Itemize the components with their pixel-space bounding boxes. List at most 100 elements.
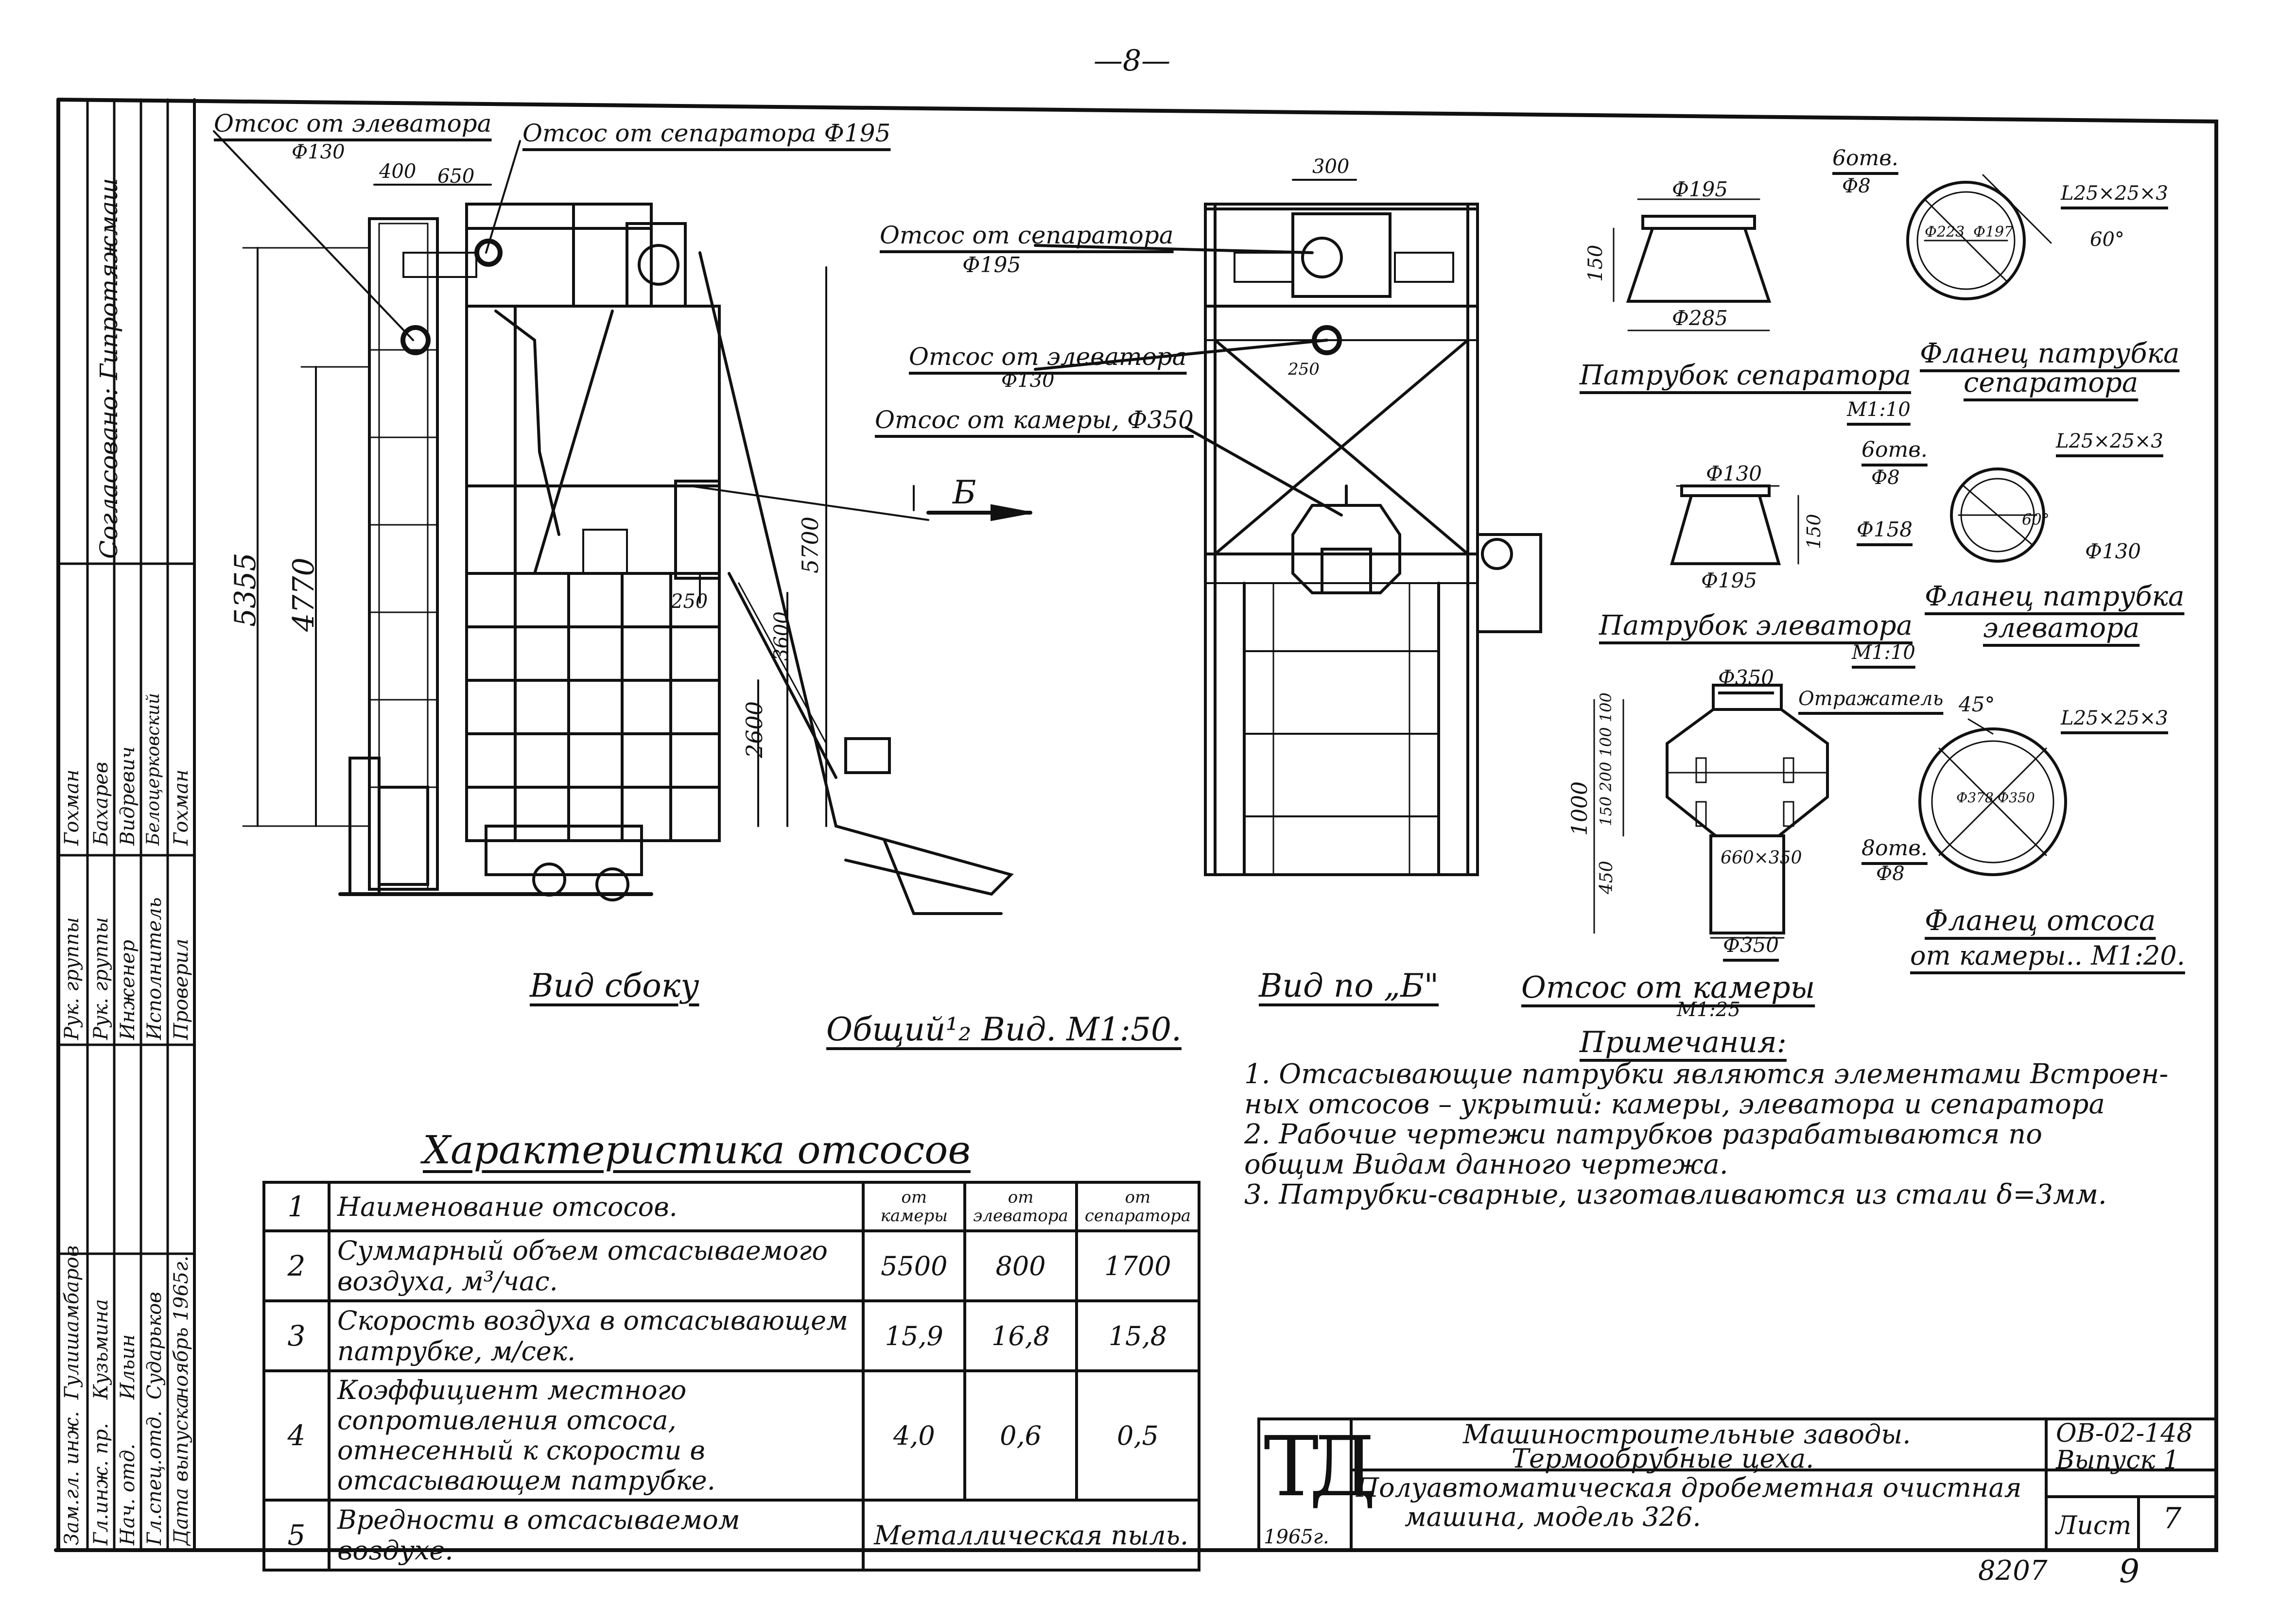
row-number: 4 (262, 1369, 330, 1502)
title-line-3: Полуавтоматическая дробеметная очистная (1356, 1472, 2022, 1503)
side-dim-4770: 4770 (287, 557, 321, 632)
sep-pipe-bottom: Ф285 (1672, 306, 1728, 330)
doc-code: ОВ-02-148 (2056, 1419, 2193, 1448)
sep-pipe-top: Ф195 (1672, 177, 1728, 201)
chamber-flange-title: Фланец отсоса (1925, 904, 2156, 937)
side-dim-250: 250 (671, 590, 708, 613)
chamber-flange-title2: от камеры.. М1:20. (1910, 940, 2185, 971)
title-year: 1965г. (1264, 1526, 1329, 1548)
chamber-flange-hole-dia: Ф8 (1876, 863, 1905, 885)
side-dim-650: 650 (437, 165, 475, 188)
header-elevator: от элеватора (963, 1181, 1078, 1232)
sep-flange-d2: Ф197 (1973, 224, 2014, 241)
front-label-elevator: Отсос от элеватора (909, 343, 1187, 371)
stamp-name-3: Видревич (117, 746, 139, 846)
elev-pipe-height: 150 (1803, 514, 1825, 549)
stamp-agreed: Согласовано: Гипротяжмаш (95, 178, 123, 559)
footer-code: 8207 (1978, 1555, 2048, 1587)
sep-pipe-scale: М1:10 (1847, 398, 1911, 421)
elev-flange-d2: Ф130 (2085, 539, 2141, 563)
sep-flange-angle: L25×25×3 (2061, 182, 2168, 205)
elev-flange-title: Фланец патрубка (1925, 581, 2185, 612)
separator-flange-drawing (1906, 174, 2052, 300)
header-chamber: от камеры (862, 1181, 967, 1232)
elev-flange-holes: 6отв. (1861, 437, 1928, 462)
notes-heading: Примечания: (1580, 1025, 1787, 1059)
table-row: 1 Наименование отсосов. от камеры от эле… (262, 1181, 1201, 1232)
stamp-name-5: Гохман (170, 769, 192, 846)
side-view-drawing (338, 203, 1014, 915)
row-name: Скорость воздуха в отсасывающем патрубке… (327, 1299, 865, 1372)
stamp-name-4: Белоцерковский (143, 693, 163, 846)
cell-value: 4,0 (862, 1369, 967, 1502)
chamber-rect: 660×350 (1721, 848, 1802, 868)
stamp-left-role-4: Гл.спец.отд. (143, 1410, 166, 1545)
sheet-label: Лист (2056, 1511, 2132, 1540)
table-row: 2 Суммарный объем отсасываемого воздуха,… (262, 1229, 1201, 1302)
cell-value: 1700 (1075, 1229, 1201, 1302)
chamber-flange-d2: Ф350 (1998, 790, 2035, 806)
stamp-left-role-5: Дата выпуска (170, 1397, 192, 1545)
chamber-dims-top: 150 200 100 100 (1597, 692, 1615, 826)
chamber-flange-holes: 8отв. (1861, 836, 1928, 861)
chamber-flange-d1: Ф378 (1956, 790, 1994, 806)
chamber-height: 1000 (1567, 781, 1592, 836)
elevator-flange-drawing (1950, 467, 2045, 563)
chamber-reflector: Отражатель (1798, 688, 1944, 710)
elev-pipe-scale: М1:10 (1852, 641, 1915, 664)
title-line-2: Термообрубные цеха. (1512, 1443, 1814, 1474)
stamp-name-2: Бахарев (90, 761, 112, 846)
chamber-flange-deg: 45° (1959, 692, 1995, 716)
cell-value: 800 (963, 1229, 1078, 1302)
elev-pipe-top: Ф130 (1706, 462, 1762, 485)
stamp-left-name-3: Ильин (117, 1334, 139, 1400)
cell-merged: Металлическая пыль. (862, 1499, 1200, 1572)
table-row: 5 Вредности в отсасываемом воздухе. Мета… (262, 1499, 1200, 1572)
cell-value: 15,9 (862, 1299, 967, 1372)
stamp-role-4: Исполнитель (143, 897, 166, 1040)
side-dim-5700: 5700 (797, 516, 823, 573)
sep-flange-title: Фланец патрубка (1920, 338, 2180, 369)
sep-pipe-title: Патрубок сепаратора (1580, 360, 1912, 391)
sep-pipe-height: 150 (1584, 244, 1607, 282)
row-number: 1 (262, 1181, 330, 1232)
title-line-4: машина, модель 326. (1405, 1502, 1701, 1532)
elev-flange-deg: 60° (2022, 510, 2050, 529)
sep-flange-title2: сепаратора (1964, 367, 2139, 398)
stamp-role-1: Рук. группы (61, 917, 83, 1040)
characteristics-table: 1 Наименование отсосов. от камеры от эле… (262, 1181, 1201, 1572)
side-dim-3600: 3600 (770, 611, 793, 661)
elev-flange-angle: L25×25×3 (2056, 430, 2163, 452)
footer-page: 9 (2119, 1553, 2139, 1590)
elev-pipe-title: Патрубок элеватора (1599, 610, 1913, 641)
front-label-elevator-dia: Ф130 (1001, 369, 1055, 392)
side-view-dimensions (213, 130, 1032, 827)
stamp-left-name-4: Сударьков (143, 1292, 166, 1400)
elev-pipe-bottom: Ф195 (1701, 569, 1757, 592)
side-view-caption: Вид сбоку (530, 967, 699, 1004)
stamp-left-name-2: Кузьмина (90, 1299, 112, 1400)
chamber-flange-angle: L25×25×3 (2061, 707, 2168, 729)
table-row: 3 Скорость воздуха в отсасывающем патруб… (262, 1299, 1201, 1372)
row-number: 3 (262, 1299, 330, 1372)
front-dim-300: 300 (1312, 156, 1350, 178)
stamp-left-role-3: Нач. отд. (117, 1443, 139, 1545)
elev-flange-title2: элеватора (1983, 612, 2140, 644)
cell-value: 5500 (862, 1229, 967, 1302)
chamber-flange-drawing (1918, 718, 2067, 876)
elev-flange-hole-dia: Ф8 (1871, 467, 1900, 489)
front-view-caption: Вид по „Б" (1259, 967, 1439, 1004)
note-line: общим Видам данного чертежа. (1244, 1149, 1728, 1180)
page-number: —8— (1094, 44, 1171, 78)
title-block-lines (1257, 1417, 2218, 1552)
chamber-title: Отсос от камеры (1521, 969, 1815, 1005)
cell-value: 16,8 (963, 1299, 1078, 1372)
row-name: Суммарный объем отсасываемого воздуха, м… (327, 1229, 865, 1302)
chamber-dim-450: 450 (1597, 861, 1617, 894)
row-number: 5 (262, 1499, 330, 1572)
cell-value: 0,5 (1075, 1369, 1201, 1502)
general-view-caption: Общий¹₂ Вид. М1:50. (826, 1011, 1182, 1048)
front-view-drawing (1034, 179, 1542, 876)
chamber-bottom: Ф350 (1723, 933, 1779, 957)
